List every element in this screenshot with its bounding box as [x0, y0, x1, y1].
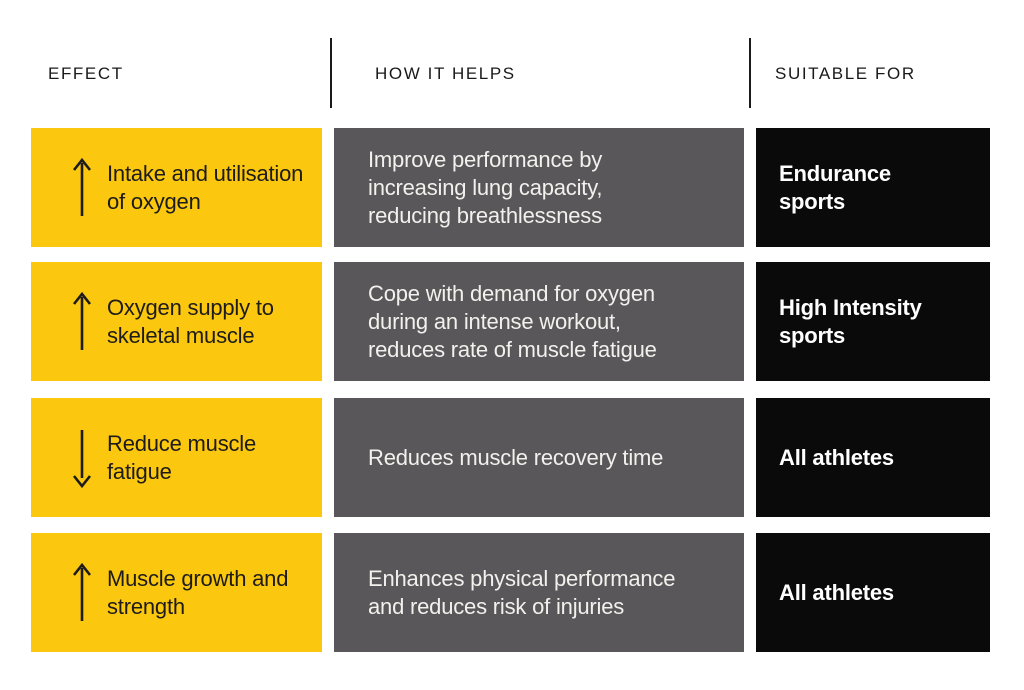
how-it-helps-cell: Reduces muscle recovery time [334, 398, 744, 517]
effect-cell: Muscle growth and strength [31, 533, 322, 652]
how-it-helps-text: Improve performance by increasing lung c… [368, 146, 603, 228]
how-it-helps-text: Enhances physical performance and reduce… [368, 565, 676, 619]
effect-label: Oxygen supply to skeletal muscle [107, 294, 274, 348]
effect-cell: Oxygen supply to skeletal muscle [31, 262, 322, 381]
table-row: Reduce muscle fatigue Reduces muscle rec… [0, 398, 1024, 517]
effect-label: Muscle growth and strength [107, 565, 289, 619]
how-it-helps-cell: Improve performance by increasing lung c… [334, 128, 744, 247]
table-row: Muscle growth and strength Enhances phys… [0, 533, 1024, 652]
up-arrow-icon [72, 291, 92, 350]
down-arrow-icon [72, 429, 92, 488]
column-divider [330, 38, 332, 108]
how-it-helps-cell: Enhances physical performance and reduce… [334, 533, 744, 652]
how-it-helps-text: Reduces muscle recovery time [368, 444, 664, 470]
up-arrow-icon [72, 157, 92, 216]
effect-label: Reduce muscle fatigue [107, 430, 257, 484]
table-row: Oxygen supply to skeletal muscle Cope wi… [0, 262, 1024, 381]
suitable-for-cell: All athletes [756, 533, 990, 652]
column-divider [749, 38, 751, 108]
suitable-for-label: Endurance sports [779, 160, 891, 214]
suitable-for-label: All athletes [779, 579, 894, 605]
effect-label: Intake and utilisation of oxygen [107, 160, 304, 214]
column-header-suitable-for: SUITABLE FOR [775, 64, 916, 83]
how-it-helps-cell: Cope with demand for oxygen during an in… [334, 262, 744, 381]
suitable-for-cell: High Intensity sports [756, 262, 990, 381]
how-it-helps-text: Cope with demand for oxygen during an in… [368, 280, 657, 362]
table-row: Intake and utilisation of oxygen Improve… [0, 128, 1024, 247]
effect-cell: Reduce muscle fatigue [31, 398, 322, 517]
up-arrow-icon [72, 562, 92, 621]
suitable-for-label: All athletes [779, 444, 894, 470]
suitable-for-cell: Endurance sports [756, 128, 990, 247]
column-header-effect: EFFECT [48, 64, 124, 83]
column-header-how-it-helps: HOW IT HELPS [375, 64, 516, 83]
suitable-for-cell: All athletes [756, 398, 990, 517]
effect-cell: Intake and utilisation of oxygen [31, 128, 322, 247]
suitable-for-label: High Intensity sports [779, 294, 922, 348]
